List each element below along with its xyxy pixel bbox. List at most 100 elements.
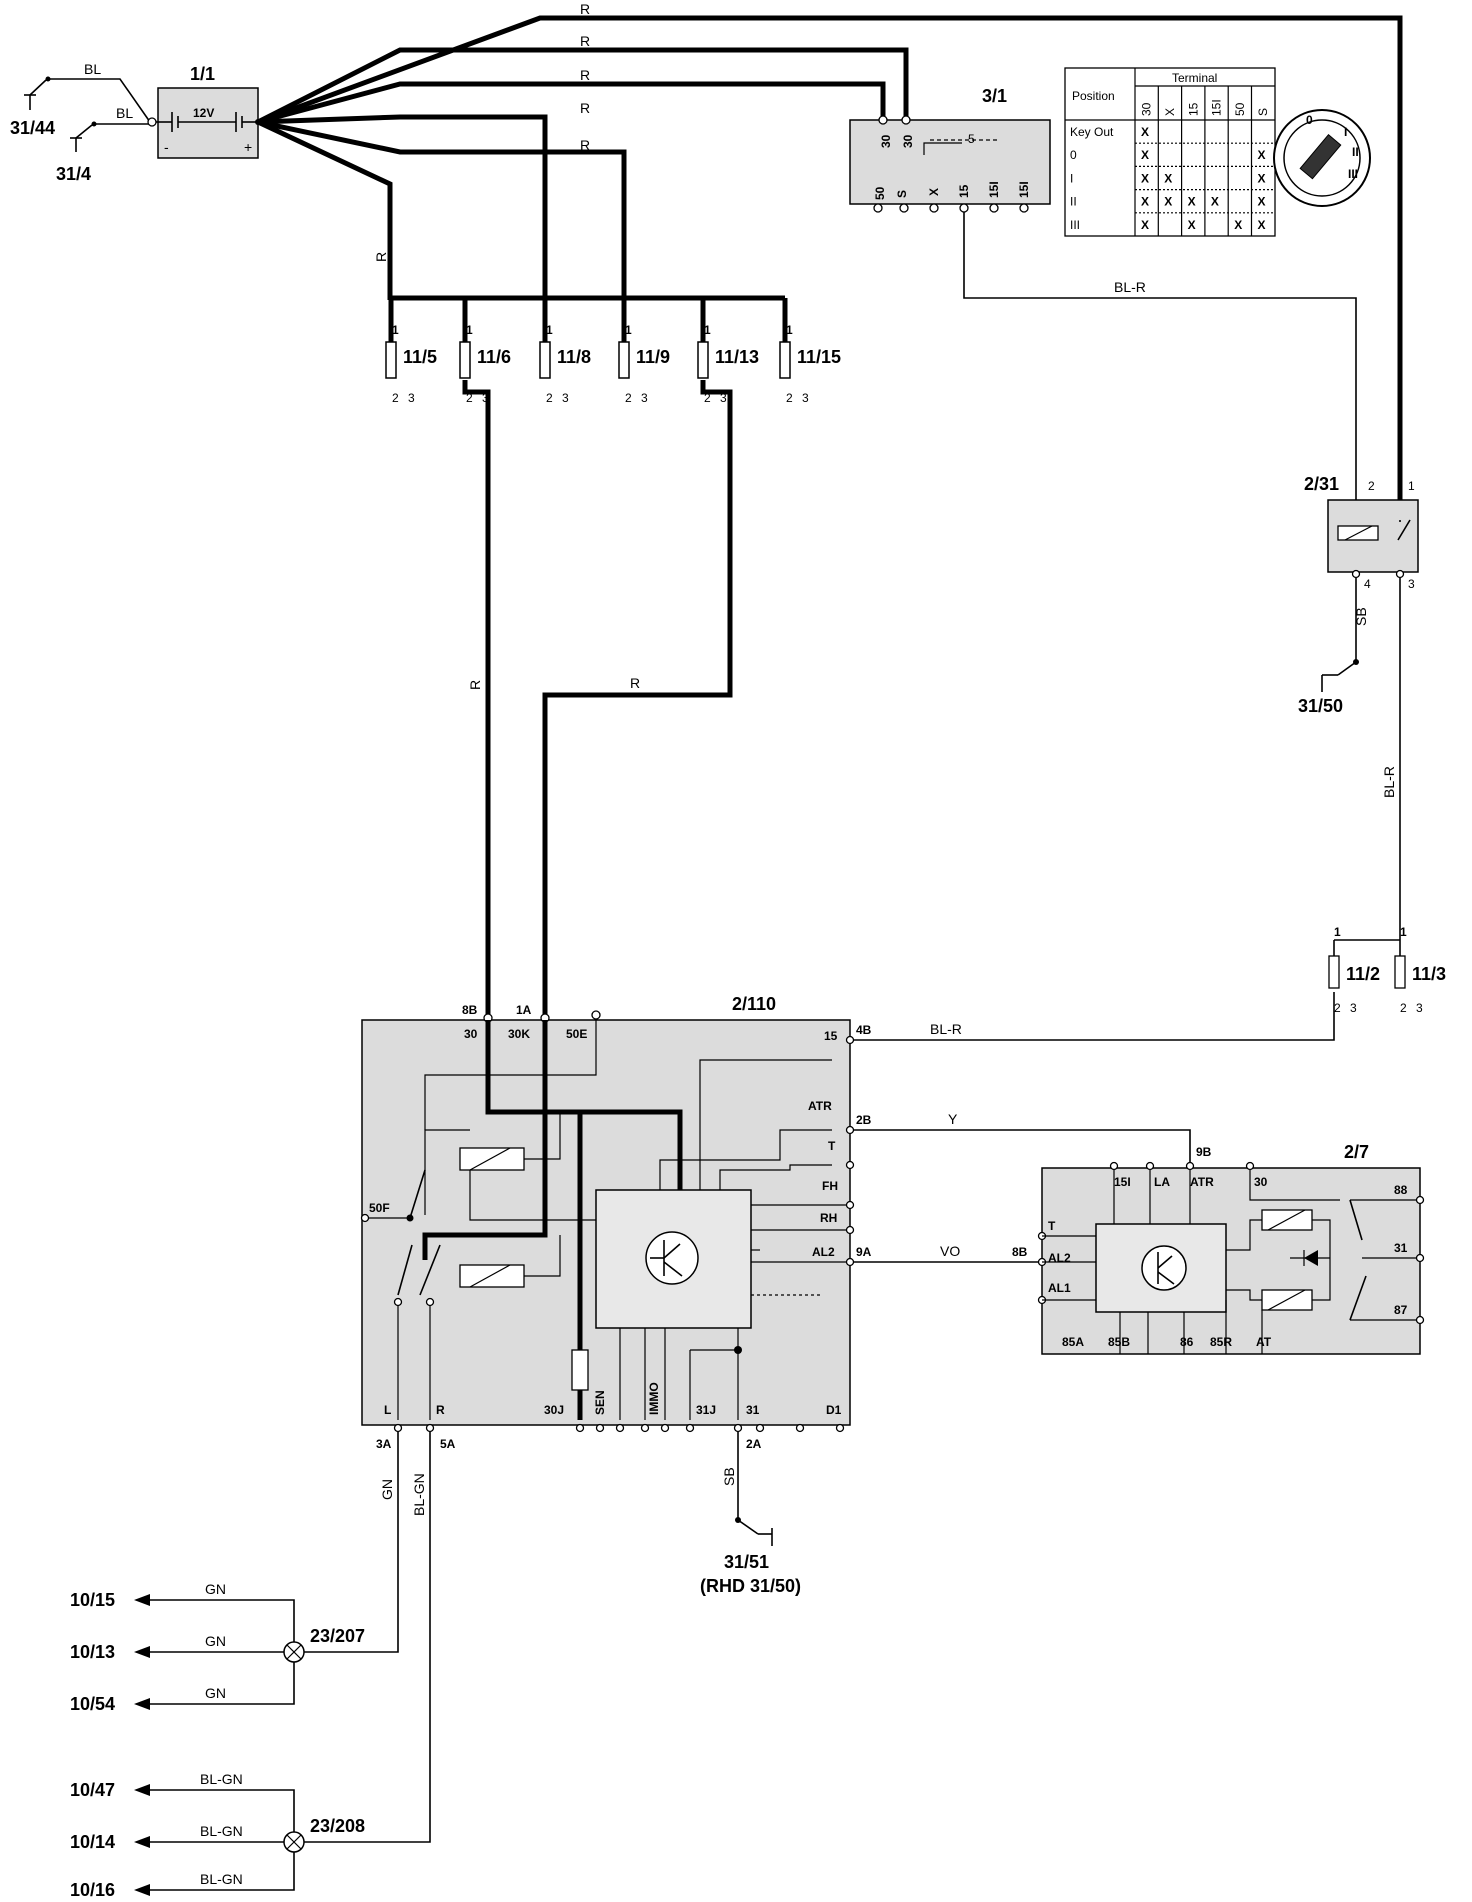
svg-text:8B: 8B <box>462 1003 478 1017</box>
svg-text:15: 15 <box>824 1029 838 1043</box>
svg-text:3: 3 <box>1408 577 1415 591</box>
svg-text:BL-GN: BL-GN <box>200 1771 243 1787</box>
battery-id: 1/1 <box>190 64 215 84</box>
svg-text:2A: 2A <box>746 1437 762 1451</box>
svg-text:11/15: 11/15 <box>797 347 841 367</box>
fuse-11-13: 1 11/13 2 3 <box>697 298 759 405</box>
svg-text:11/5: 11/5 <box>403 347 437 367</box>
svg-text:9B: 9B <box>1196 1145 1212 1159</box>
module-2-110: 2/110 8B 1A 30 30K 50E 50F <box>360 994 872 1451</box>
svg-text:1: 1 <box>625 323 632 337</box>
table-mark: X <box>1164 195 1172 209</box>
svg-text:86: 86 <box>1180 1335 1194 1349</box>
fuse-11-8: 1 11/8 2 3 <box>539 298 591 405</box>
output-10-54: 10/54 <box>70 1694 115 1714</box>
svg-text:AL1: AL1 <box>1048 1281 1071 1295</box>
output-10-47: 10/47 <box>70 1780 115 1800</box>
svg-text:30: 30 <box>879 134 893 148</box>
svg-text:IMMO: IMMO <box>647 1382 661 1415</box>
svg-text:R: R <box>630 675 640 691</box>
ground-label-31-51-note: (RHD 31/50) <box>700 1576 801 1596</box>
svg-text:15I: 15I <box>1114 1175 1131 1189</box>
svg-text:R: R <box>580 137 590 153</box>
svg-text:23/208: 23/208 <box>310 1816 365 1836</box>
svg-text:III: III <box>1348 167 1358 181</box>
table-row-label: II <box>1070 195 1077 209</box>
ignition-switch-3-1: 3/1 30 30 5 50 S X 15 15I 15I <box>849 86 1051 213</box>
svg-text:11/13: 11/13 <box>715 347 759 367</box>
fuse-row-right: 1 11/2 2 3 1 11/3 2 3 BL-R <box>850 925 1446 1041</box>
svg-text:15: 15 <box>957 184 971 198</box>
svg-text:RH: RH <box>820 1211 837 1225</box>
fuse-11-5: 1 11/5 2 3 <box>385 298 437 405</box>
table-mark: X <box>1141 195 1149 209</box>
svg-text:3: 3 <box>1350 1001 1357 1015</box>
fuse-11-9: 1 11/9 2 3 <box>618 298 670 405</box>
fuse-11-15: 1 11/15 2 3 <box>779 298 841 405</box>
svg-text:BL-R: BL-R <box>1381 766 1397 798</box>
svg-text:85A: 85A <box>1062 1335 1084 1349</box>
svg-text:-: - <box>164 139 169 155</box>
svg-text:1: 1 <box>786 323 793 337</box>
table-row-label: Key Out <box>1070 125 1114 139</box>
svg-text:AL2: AL2 <box>812 1245 835 1259</box>
table-mark: X <box>1141 125 1149 139</box>
relay-2-31-id: 2/31 <box>1304 474 1339 494</box>
svg-text:R: R <box>580 33 590 49</box>
svg-text:2B: 2B <box>856 1113 872 1127</box>
ground-label-31-44: 31/44 <box>10 118 55 138</box>
svg-text:VO: VO <box>940 1243 960 1259</box>
svg-text:R: R <box>580 1 590 17</box>
battery-1-1: 1/1 12V - + <box>147 64 261 159</box>
svg-text:50F: 50F <box>369 1201 390 1215</box>
svg-text:85R: 85R <box>1210 1335 1232 1349</box>
battery-feed-wires: R R R R R R <box>256 1 1403 520</box>
module-2-110-id: 2/110 <box>732 994 776 1014</box>
svg-text:GN: GN <box>205 1685 226 1701</box>
svg-text:31: 31 <box>1394 1241 1408 1255</box>
svg-text:4: 4 <box>1364 577 1371 591</box>
svg-text:BL-R: BL-R <box>1114 279 1146 295</box>
svg-text:1: 1 <box>546 323 553 337</box>
svg-text:FH: FH <box>822 1179 838 1193</box>
svg-text:11/6: 11/6 <box>477 347 511 367</box>
table-row-label: I <box>1070 171 1073 185</box>
svg-text:0: 0 <box>1306 113 1313 127</box>
table-column-header: 15I <box>1210 99 1224 116</box>
svg-text:T: T <box>828 1139 836 1153</box>
svg-text:9A: 9A <box>856 1245 872 1259</box>
svg-text:LA: LA <box>1154 1175 1170 1189</box>
svg-text:1: 1 <box>392 323 399 337</box>
svg-text:2: 2 <box>704 391 711 405</box>
svg-text:11/2: 11/2 <box>1346 964 1380 984</box>
table-mark: X <box>1141 171 1149 185</box>
table-column-header: S <box>1256 108 1270 116</box>
ignition-switch-id: 3/1 <box>982 86 1007 106</box>
svg-text:30: 30 <box>464 1027 478 1041</box>
svg-text:BL-GN: BL-GN <box>200 1871 243 1887</box>
svg-text:D1: D1 <box>826 1403 842 1417</box>
svg-text:SEN: SEN <box>593 1390 607 1415</box>
table-mark: X <box>1234 218 1242 232</box>
svg-text:Y: Y <box>948 1111 958 1127</box>
svg-text:2: 2 <box>466 391 473 405</box>
table-mark: X <box>1188 218 1196 232</box>
connector-23-207: 23/207 GN GN GN 10/15 10/13 10/54 <box>70 1581 365 1714</box>
table-header-position: Position <box>1072 89 1115 103</box>
table-mark: X <box>1141 148 1149 162</box>
table-column-header: X <box>1163 108 1177 116</box>
svg-text:II: II <box>1352 145 1359 159</box>
svg-text:2: 2 <box>546 391 553 405</box>
table-mark: X <box>1188 195 1196 209</box>
ground-31-4: 31/4 BL <box>56 105 150 184</box>
svg-text:3: 3 <box>802 391 809 405</box>
svg-text:R: R <box>373 252 389 262</box>
svg-text:8B: 8B <box>1012 1245 1028 1259</box>
svg-text:S: S <box>895 190 909 198</box>
ground-31-44: 31/44 BL <box>10 61 151 138</box>
svg-text:50: 50 <box>873 186 887 200</box>
output-10-16: 10/16 <box>70 1880 115 1900</box>
svg-text:R: R <box>580 67 590 83</box>
fuse-11-3: 1 11/3 2 3 <box>1394 925 1446 1015</box>
svg-text:30K: 30K <box>508 1027 530 1041</box>
